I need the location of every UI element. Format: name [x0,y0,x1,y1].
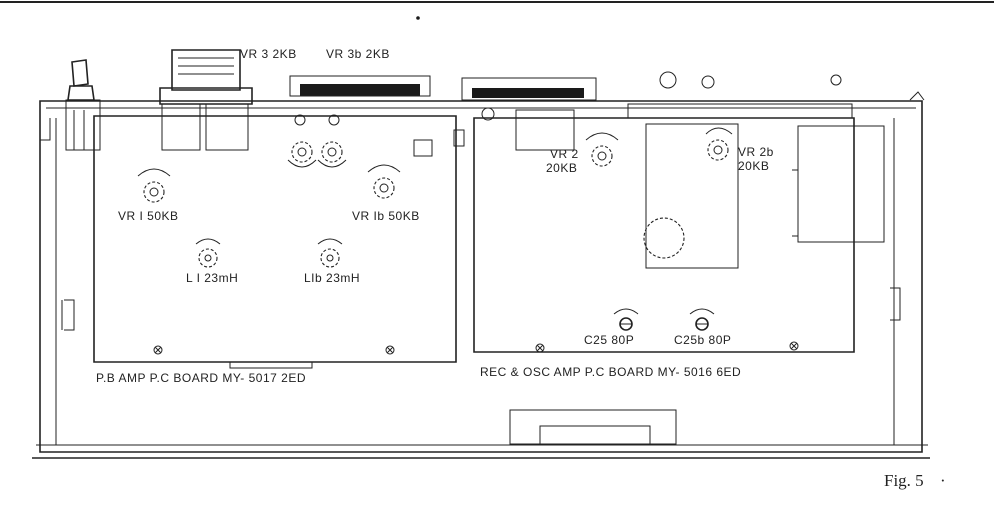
vr2-trimmer [585,132,619,167]
vr1-trimmer [137,168,171,203]
tuning-knob [65,59,101,151]
l1-label: L I 23mH [186,271,238,285]
connector-strip-right [472,88,584,98]
caption-mark: · [940,471,946,490]
c25b-trimmer-cap [689,308,715,331]
vr1b-label: VR Ib 50KB [352,209,420,223]
vr2b-name-label: VR 2b [738,145,774,159]
vr3b-trimmer [317,114,347,168]
figure-caption: Fig. 5 [884,471,924,490]
vr1b-trimmer [367,164,401,199]
rec-osc-board [453,107,885,445]
vr2-value-label: 20KB [546,161,577,175]
vr3-trimmer [287,114,317,168]
l1b-coil [317,238,343,268]
vr2b-value-label: 20KB [738,159,769,173]
rear-jacks [627,71,853,119]
c25-trimmer-cap [613,308,639,331]
vr3b-label: VR 3b 2KB [326,47,390,61]
c25b-label: C25b 80P [674,333,731,347]
chassis-frame [32,91,930,459]
vr2b-trimmer [705,127,733,161]
l1-coil [195,238,221,268]
connector-strip-left [300,84,420,96]
rec-board-label: REC & OSC AMP P.C BOARD MY- 5016 6ED [480,365,741,379]
din-connector [159,49,253,151]
vr3-label: VR 3 2KB [240,47,297,61]
pb-board-label: P.B AMP P.C BOARD MY- 5017 2ED [96,371,306,385]
vr1-label: VR I 50KB [118,209,179,223]
vr2-name-label: VR 2 [550,147,579,161]
l1b-label: LIb 23mH [304,271,360,285]
pb-amp-board [93,115,457,369]
c25-label: C25 80P [584,333,634,347]
speck-dot [416,16,420,20]
